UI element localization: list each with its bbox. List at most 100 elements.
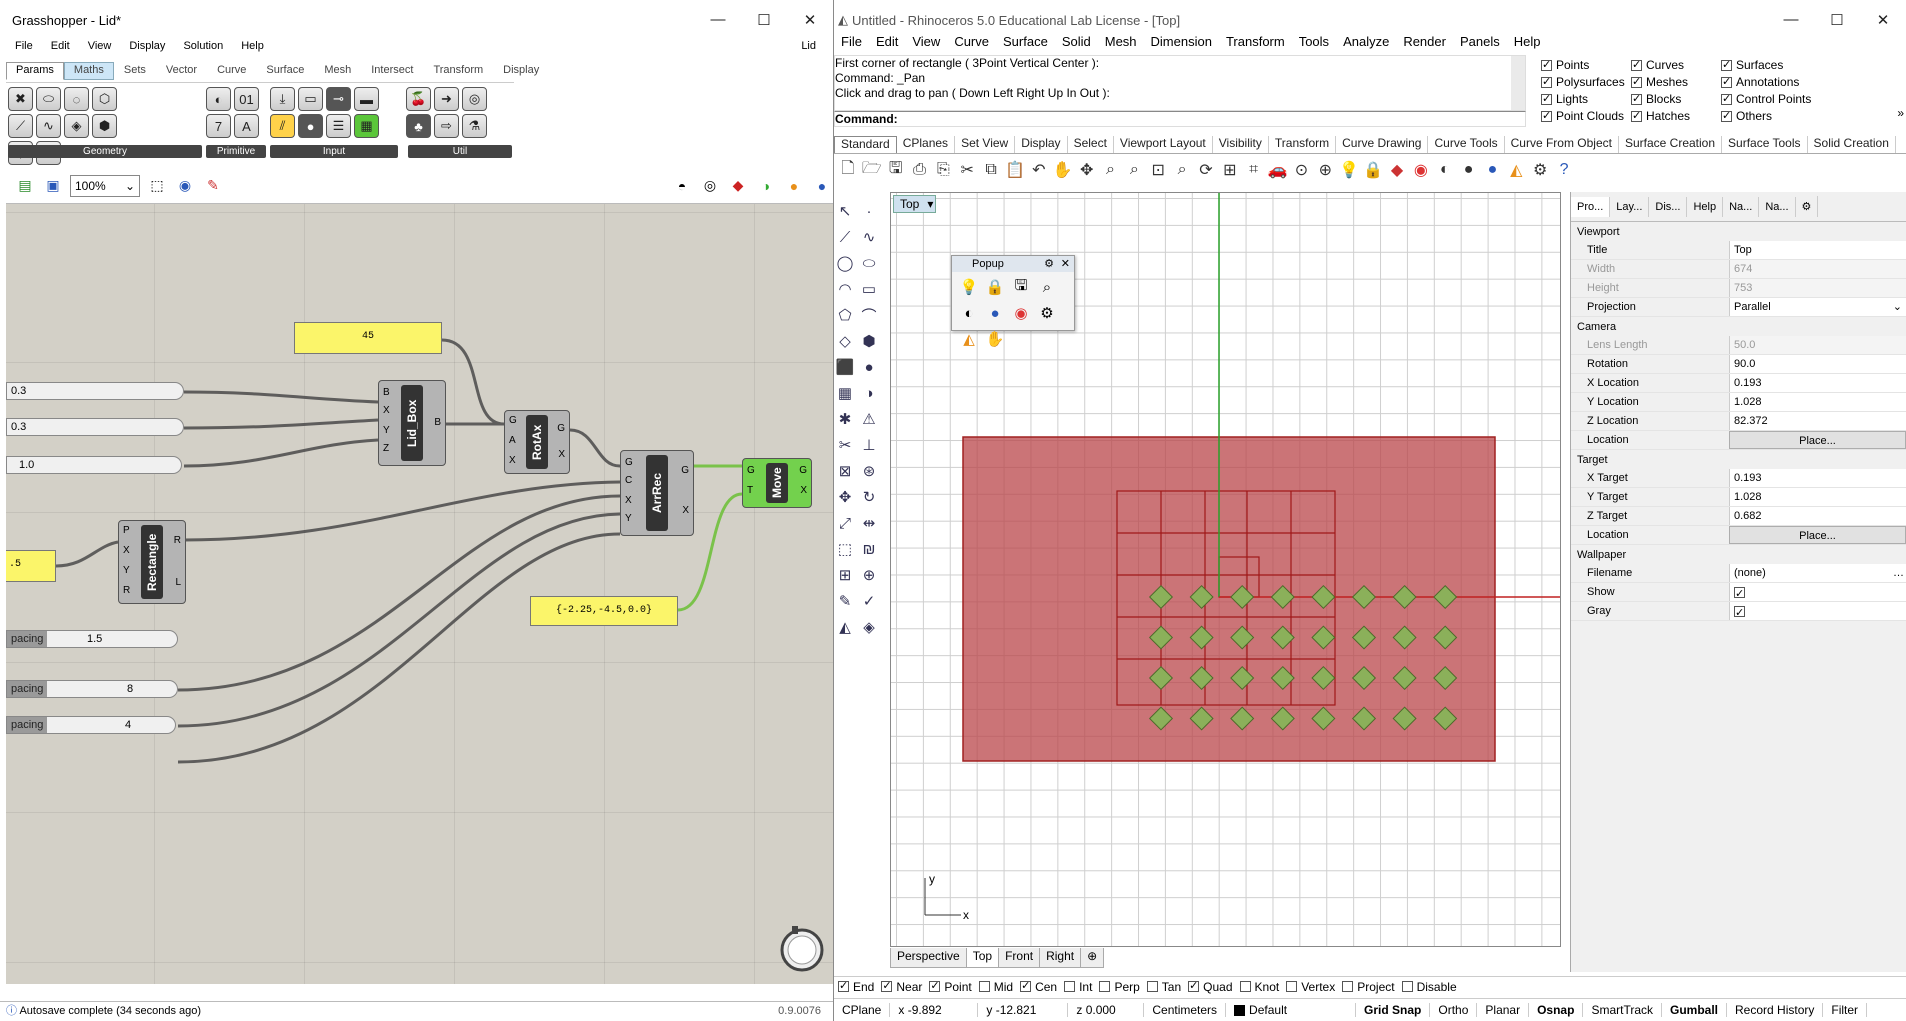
arc-param-icon[interactable]: ◌ bbox=[64, 87, 89, 111]
zoom-select[interactable]: 100%⌄ bbox=[70, 174, 140, 197]
checkbox[interactable] bbox=[1721, 92, 1732, 105]
checkbox[interactable] bbox=[978, 981, 990, 992]
projection-select[interactable]: Parallel⌄ bbox=[1729, 298, 1906, 316]
toggle-grid-snap[interactable]: Grid Snap bbox=[1356, 1003, 1431, 1017]
paste-icon[interactable]: 📋 bbox=[1005, 162, 1025, 179]
surface-corner-icon[interactable]: ◇ bbox=[839, 333, 851, 350]
osnap-knot[interactable]: Knot bbox=[1239, 980, 1279, 994]
color-wheel-icon[interactable]: ◉ bbox=[1413, 162, 1428, 179]
tab-curve[interactable]: Curve bbox=[217, 64, 247, 76]
solver-gauge-icon[interactable] bbox=[778, 926, 826, 974]
osnap-quad[interactable]: Quad bbox=[1188, 979, 1233, 994]
checkbox[interactable] bbox=[838, 979, 849, 992]
menu-render[interactable]: Render bbox=[1403, 34, 1446, 49]
filter-control-points[interactable]: Control Points bbox=[1721, 92, 1811, 106]
mesh-icon[interactable]: ▦ bbox=[837, 385, 853, 402]
checkbox[interactable] bbox=[1631, 109, 1642, 122]
menu-transform[interactable]: Transform bbox=[1225, 34, 1285, 49]
menu-file[interactable]: File bbox=[15, 40, 33, 52]
tab-top[interactable]: Top bbox=[965, 948, 1000, 968]
checkbox[interactable] bbox=[1721, 58, 1732, 71]
port-l-out[interactable]: L bbox=[175, 577, 181, 588]
filter-annotations[interactable]: Annotations bbox=[1721, 75, 1799, 89]
lock-icon[interactable]: 🔒 bbox=[1363, 162, 1384, 179]
checkbox[interactable] bbox=[1541, 75, 1552, 88]
menu-help[interactable]: Help bbox=[241, 40, 264, 52]
port-r-in[interactable]: R bbox=[123, 585, 131, 596]
checkbox[interactable] bbox=[1401, 981, 1413, 992]
pan-hand-icon[interactable]: ✋ bbox=[985, 331, 1005, 348]
menu-file[interactable]: File bbox=[841, 34, 862, 49]
place-camera-button[interactable]: Place... bbox=[1729, 431, 1906, 449]
component-lid-box[interactable]: B X Y Z Lid_Box B bbox=[378, 380, 446, 466]
port-c-in[interactable]: C bbox=[625, 475, 633, 486]
save-icon[interactable]: 🖫 bbox=[888, 159, 903, 177]
component-move[interactable]: G T Move G X bbox=[742, 458, 812, 508]
checkbox[interactable] bbox=[1541, 58, 1552, 71]
tab-properties[interactable]: Pro... bbox=[1571, 196, 1611, 217]
tab-surface[interactable]: Surface bbox=[266, 64, 305, 76]
tab-surface-tools[interactable]: Surface Tools bbox=[1722, 136, 1808, 153]
add-viewport-icon[interactable]: ⊕ bbox=[1080, 948, 1105, 968]
render-icon[interactable]: ● bbox=[990, 304, 1000, 322]
port-g-out[interactable]: G bbox=[681, 465, 689, 476]
explode-icon[interactable]: ✂ bbox=[838, 437, 852, 454]
number-param-icon[interactable]: 7 bbox=[206, 114, 231, 138]
prop-z-location-field[interactable]: 82.372 bbox=[1729, 412, 1906, 430]
hatch-icon[interactable]: ⊕ bbox=[862, 567, 876, 584]
tab-mesh[interactable]: Mesh bbox=[324, 64, 352, 76]
select-arrow-icon[interactable]: ↖ bbox=[838, 203, 852, 220]
grid-param-icon[interactable]: ▦ bbox=[354, 114, 379, 138]
import-icon[interactable]: ⎘ bbox=[936, 161, 950, 178]
four-view-icon[interactable]: ⊞ bbox=[1223, 162, 1237, 179]
car-icon[interactable]: 🚗 bbox=[1267, 162, 1288, 179]
osnap-perp[interactable]: Perp bbox=[1099, 980, 1140, 994]
tab-visibility[interactable]: Visibility bbox=[1213, 136, 1269, 153]
port-g-out[interactable]: G bbox=[799, 465, 807, 476]
rotate-view-icon[interactable]: ⟳ bbox=[1199, 162, 1213, 179]
filter-point-clouds[interactable]: Point Clouds bbox=[1541, 109, 1624, 123]
zoom-icon[interactable]: ⌕ bbox=[1106, 161, 1115, 178]
fillet-icon[interactable]: ⌒ bbox=[861, 307, 877, 325]
tab-front[interactable]: Front bbox=[998, 948, 1041, 968]
preview-off-icon[interactable]: ◓ bbox=[677, 177, 687, 194]
osnap-mid[interactable]: Mid bbox=[978, 980, 1013, 994]
filter-lights[interactable]: Lights bbox=[1541, 92, 1588, 106]
port-x-out[interactable]: X bbox=[558, 449, 565, 460]
toggle-filter[interactable]: Filter bbox=[1823, 1003, 1868, 1017]
tab-sets[interactable]: Sets bbox=[123, 64, 146, 76]
box-param-icon[interactable]: ⬡ bbox=[92, 87, 117, 111]
move-icon[interactable]: ✥ bbox=[838, 489, 852, 506]
checkbox[interactable] bbox=[881, 979, 893, 992]
menu-display[interactable]: Display bbox=[129, 40, 166, 52]
menu-surface[interactable]: Surface bbox=[1003, 34, 1048, 49]
checkbox[interactable] bbox=[1188, 979, 1200, 992]
trim-icon[interactable]: ⊥ bbox=[862, 437, 876, 454]
filter-others[interactable]: Others bbox=[1721, 109, 1772, 123]
menu-dimension[interactable]: Dimension bbox=[1150, 34, 1212, 49]
port-r-out[interactable]: R bbox=[173, 535, 181, 546]
expand-chevron-icon[interactable]: » bbox=[1897, 106, 1904, 120]
save-file-icon[interactable]: ▣ bbox=[46, 177, 60, 193]
filter-curves[interactable]: Curves bbox=[1631, 58, 1684, 72]
tab-surface-creation[interactable]: Surface Creation bbox=[1619, 136, 1723, 153]
port-x-in[interactable]: X bbox=[123, 545, 130, 556]
download-icon[interactable]: ⤓ bbox=[270, 87, 295, 111]
line-param-icon[interactable]: ⟋ bbox=[8, 114, 33, 138]
port-g-in[interactable]: G bbox=[625, 457, 633, 468]
surface-param-icon[interactable]: ◈ bbox=[64, 114, 89, 138]
port-b-in[interactable]: B bbox=[383, 387, 390, 398]
tab-curve-tools[interactable]: Curve Tools bbox=[1428, 136, 1505, 153]
show-checkbox[interactable] bbox=[1734, 585, 1745, 603]
checkbox[interactable] bbox=[1146, 981, 1158, 992]
gear-icon[interactable]: ⚙ bbox=[1044, 258, 1054, 270]
toggle-osnap[interactable]: Osnap bbox=[1529, 1003, 1584, 1017]
maximize-icon[interactable]: ☐ bbox=[1830, 12, 1844, 29]
close-icon[interactable]: ✕ bbox=[1060, 258, 1070, 270]
port-y-in[interactable]: Y bbox=[123, 565, 130, 576]
filter-meshes[interactable]: Meshes bbox=[1631, 75, 1688, 89]
close-icon[interactable]: ✕ bbox=[1876, 12, 1890, 29]
grid-array-icon[interactable]: ⊞ bbox=[838, 567, 852, 584]
